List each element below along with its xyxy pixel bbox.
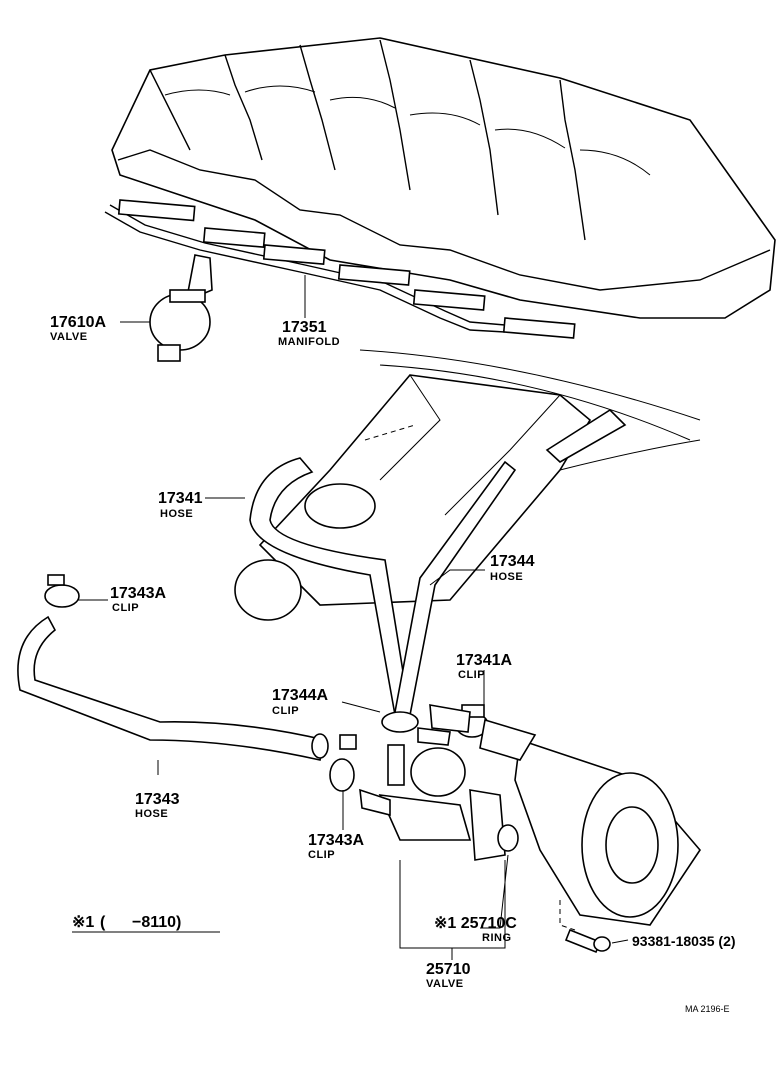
footnote: ※1 ( −8110) [72, 914, 220, 933]
svg-text:17344A: 17344A [272, 687, 328, 704]
hose-17343-drawing [17, 615, 326, 761]
svg-text:17343A: 17343A [308, 832, 364, 849]
air-switching-valve-25710-drawing [359, 727, 519, 861]
svg-text:CLIP: CLIP [458, 669, 485, 681]
leader-lines [78, 275, 629, 960]
part-label-25710: 25710 VALVE [426, 961, 471, 990]
svg-text:HOSE: HOSE [160, 508, 193, 520]
part-label-17343a-top: 17343A CLIP [110, 585, 166, 614]
clip-17343a-bottom-drawing [329, 734, 357, 792]
svg-text:17343: 17343 [135, 791, 180, 808]
footnote-range: ( −8110) [100, 914, 181, 931]
svg-text:MANIFOLD: MANIFOLD [278, 336, 340, 348]
svg-text:17343A: 17343A [110, 585, 166, 602]
part-label-17343: 17343 HOSE [135, 791, 180, 820]
svg-text:17351: 17351 [282, 319, 327, 336]
part-label-17341a: 17341A CLIP [456, 652, 512, 681]
part-label-93381: 93381-18035 (2) [632, 933, 736, 949]
clip-17344a-drawing [381, 711, 419, 733]
part-label-17351: 17351 MANIFOLD [278, 319, 340, 348]
svg-text:RING: RING [482, 932, 512, 944]
air-duct-drawing [234, 374, 701, 621]
svg-text:※1 25710C: ※1 25710C [434, 915, 517, 932]
svg-text:HOSE: HOSE [490, 571, 523, 583]
part-label-17341: 17341 HOSE [158, 490, 203, 520]
svg-text:CLIP: CLIP [308, 849, 335, 861]
manifold-drawing [104, 199, 576, 339]
clip-17343a-top-drawing [44, 574, 80, 608]
bolt-93381-drawing [564, 928, 611, 954]
part-label-17343a-bottom: 17343A CLIP [308, 832, 364, 861]
manifold-nozzle [117, 199, 576, 339]
svg-text:17341A: 17341A [456, 652, 512, 669]
svg-text:VALVE: VALVE [50, 331, 88, 343]
reference-code: MA 2196-E [685, 1004, 730, 1014]
svg-text:CLIP: CLIP [272, 705, 299, 717]
svg-text:17344: 17344 [490, 553, 535, 570]
svg-text:25710: 25710 [426, 961, 471, 978]
part-label-17610a: 17610A VALVE [50, 314, 106, 343]
valve-cover-drawing [111, 37, 776, 441]
part-label-25710c: ※1 25710C RING [434, 915, 517, 944]
svg-text:HOSE: HOSE [135, 808, 168, 820]
part-label-17344: 17344 HOSE [490, 553, 535, 583]
svg-text:VALVE: VALVE [426, 978, 464, 990]
svg-text:17341: 17341 [158, 490, 203, 507]
svg-text:CLIP: CLIP [112, 602, 139, 614]
footnote-mark: ※1 [72, 914, 94, 931]
part-label-17344a: 17344A CLIP [272, 687, 328, 717]
svg-text:93381-18035 (2): 93381-18035 (2) [632, 933, 736, 949]
air-cleaner-drawing [429, 704, 702, 926]
svg-text:17610A: 17610A [50, 314, 106, 331]
air-valve-17610a-drawing [149, 254, 213, 362]
